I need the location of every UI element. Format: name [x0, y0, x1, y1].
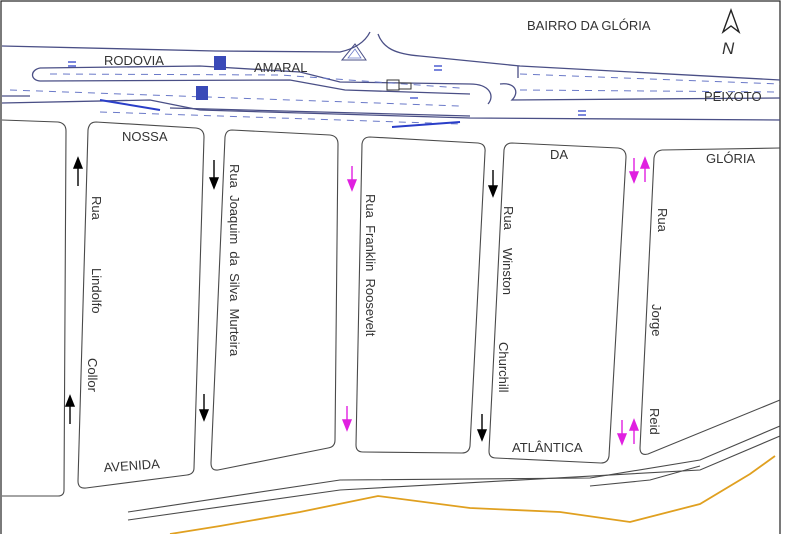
one-way-arrows [64, 156, 499, 442]
arrow-down-icon [208, 160, 220, 190]
beachfront-road [127, 425, 781, 534]
svg-text:Churchill: Churchill [496, 342, 511, 393]
street-label-joaquim-da-silva-murteira: Rua Joaquim da Silva Murteira [227, 164, 242, 357]
street-label-jorge-reid: Rua Jorge Reid [647, 208, 670, 435]
svg-text:Rua: Rua [501, 206, 516, 231]
street-label-lindolfo-collor: Rua Lindolfo Collor [85, 196, 104, 393]
avenue-label-atlantica: ATLÂNTICA [512, 440, 583, 455]
beach-line [169, 455, 776, 534]
highway [1, 31, 781, 128]
arrow-down-icon [346, 166, 358, 192]
arrow-down-icon [476, 414, 488, 442]
svg-text:Collor: Collor [85, 358, 100, 393]
svg-text:Jorge: Jorge [649, 304, 664, 337]
north-letter: N [722, 39, 735, 58]
north-arrow-icon: N [721, 7, 741, 58]
avenue-label-rodovia: RODOVIA [104, 53, 164, 68]
arrow-down-icon [628, 158, 640, 184]
arrow-up-icon [64, 394, 76, 424]
svg-text:Reid: Reid [647, 408, 662, 435]
arrow-down-icon [198, 394, 210, 422]
arrow-down-icon [341, 406, 353, 432]
avenue-label-da: DA [550, 147, 568, 162]
avenue-label-gloria: GLÓRIA [706, 151, 755, 166]
avenue-label-peixoto: PEIXOTO [704, 89, 762, 104]
avenue-label-amaral: AMARAL [254, 60, 307, 75]
two-way-arrows [341, 156, 651, 446]
street-label-franklin-roosevelt: Rua Franklin Roosevelt [363, 194, 378, 337]
map-frame [0, 0, 781, 534]
arrow-up-icon [628, 418, 640, 444]
svg-text:Winston: Winston [500, 248, 515, 295]
street-label-winston-churchill: Rua Winston Churchill [496, 206, 516, 393]
svg-text:Lindolfo: Lindolfo [89, 268, 104, 314]
arrow-down-icon [487, 170, 499, 198]
svg-text:Rua: Rua [655, 208, 670, 233]
neighborhood-label: BAIRRO DA GLÓRIA [527, 18, 651, 33]
arrow-up-icon [72, 156, 84, 186]
avenue-label-avenida: AVENIDA [103, 456, 160, 475]
city-blocks [1, 119, 781, 497]
avenue-label-nossa: NOSSA [122, 129, 168, 144]
svg-text:Rua: Rua [89, 196, 104, 221]
arrow-down-icon [616, 420, 628, 446]
arrow-up-icon [639, 156, 651, 182]
